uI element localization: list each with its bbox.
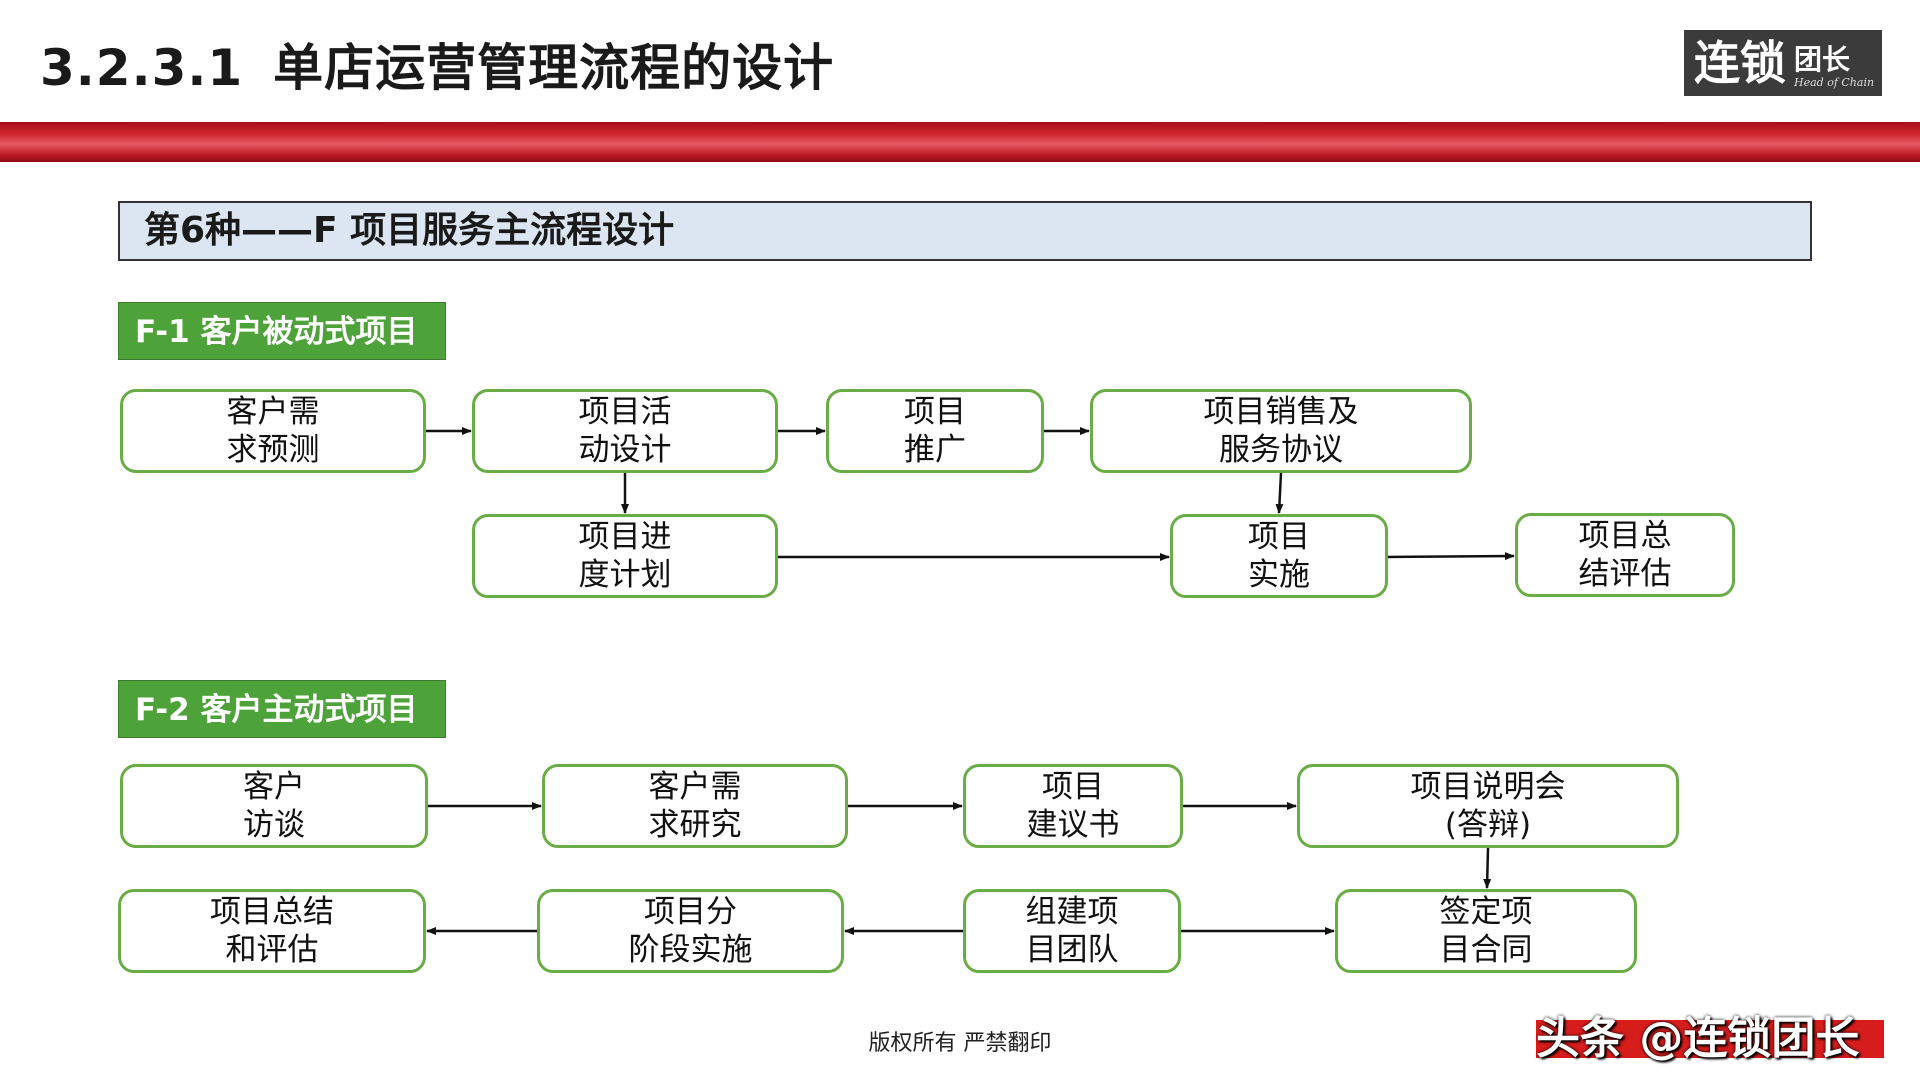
f1-box-schedule-plan: 项目进 度计划 [472, 514, 778, 598]
box-line-1: 项目总 [1578, 518, 1672, 554]
f1-box-sales-agreement: 项目销售及 服务协议 [1090, 389, 1472, 473]
f1-heading: F-1 客户被动式项目 [118, 302, 446, 360]
arrow-briefing-to-contract [1483, 847, 1492, 889]
box-line-1: 项目活 [578, 394, 672, 430]
watermark: 头条 @连锁团长 [1536, 1002, 1884, 1064]
box-line-2: 求研究 [648, 807, 742, 843]
logo-main-text: 连锁 [1694, 36, 1786, 90]
box-line-2: 目合同 [1439, 932, 1533, 968]
box-line-2: 度计划 [578, 557, 672, 593]
f2-box-summary-evaluation: 项目总结 和评估 [118, 889, 426, 973]
box-line-1: 客户需 [226, 394, 320, 430]
box-line-2: (答辩) [1444, 807, 1532, 843]
f2-heading: F-2 客户主动式项目 [118, 680, 446, 738]
section-title-box: 第6种——F 项目服务主流程设计 [118, 201, 1812, 261]
f1-box-activity-design: 项目活 动设计 [472, 389, 778, 473]
header-red-band [0, 122, 1920, 162]
box-line-1: 项目总结 [210, 894, 334, 930]
f1-box-summary-evaluation: 项目总 结评估 [1515, 513, 1735, 597]
copyright-footer: 版权所有 严禁翻印 [868, 1031, 1052, 1056]
f1-box-implementation: 项目 实施 [1170, 514, 1388, 598]
f2-box-briefing-defense: 项目说明会 (答辩) [1297, 764, 1679, 848]
f2-box-phased-implementation: 项目分 阶段实施 [537, 889, 844, 973]
f2-box-build-team: 组建项 目团队 [963, 889, 1181, 973]
arrow-sales-to-implementation [1275, 472, 1284, 514]
box-line-1: 项目 [1042, 769, 1104, 805]
box-line-2: 动设计 [578, 432, 672, 468]
f1-box-customer-demand-forecast: 客户需 求预测 [120, 389, 426, 473]
box-line-2: 实施 [1248, 557, 1310, 593]
box-line-1: 组建项 [1025, 894, 1119, 930]
box-line-1: 项目 [904, 394, 966, 430]
arrow-implementation-to-evaluation [1387, 552, 1515, 561]
f2-box-customer-interview: 客户 访谈 [120, 764, 428, 848]
brand-logo: 连锁 团长 Head of Chain [1684, 30, 1882, 96]
f2-box-sign-contract: 签定项 目合同 [1335, 889, 1637, 973]
box-line-2: 访谈 [243, 807, 305, 843]
f2-box-demand-research: 客户需 求研究 [542, 764, 848, 848]
box-line-2: 和评估 [225, 932, 319, 968]
box-line-2: 服务协议 [1219, 432, 1343, 468]
box-line-1: 项目销售及 [1203, 394, 1359, 430]
f1-box-promotion: 项目 推广 [826, 389, 1044, 473]
box-line-1: 客户 [243, 769, 305, 805]
page-title: 3.2.3.1 单店运营管理流程的设计 [40, 28, 834, 100]
box-line-2: 建议书 [1026, 807, 1120, 843]
box-line-1: 项目分 [644, 894, 737, 930]
box-line-2: 目团队 [1025, 932, 1119, 968]
box-line-2: 阶段实施 [628, 932, 753, 968]
logo-subtitle: Head of Chain [1794, 76, 1875, 89]
box-line-1: 客户需 [648, 769, 742, 805]
watermark-text: 头条 @连锁团长 [1536, 1013, 1860, 1064]
box-line-1: 项目说明会 [1410, 769, 1566, 805]
box-line-1: 项目 [1248, 519, 1310, 555]
box-line-2: 结评估 [1578, 556, 1672, 592]
box-line-1: 项目进 [578, 519, 672, 555]
f2-box-proposal: 项目 建议书 [963, 764, 1183, 848]
title-text: 单店运营管理流程的设计 [273, 39, 835, 97]
logo-small-text: 团长 [1794, 43, 1851, 76]
section-number: 3.2.3.1 [40, 39, 244, 97]
box-line-2: 推广 [904, 432, 966, 468]
box-line-1: 签定项 [1439, 894, 1533, 930]
watermark-red-bar [1536, 1020, 1884, 1058]
box-line-2: 求预测 [226, 432, 320, 468]
